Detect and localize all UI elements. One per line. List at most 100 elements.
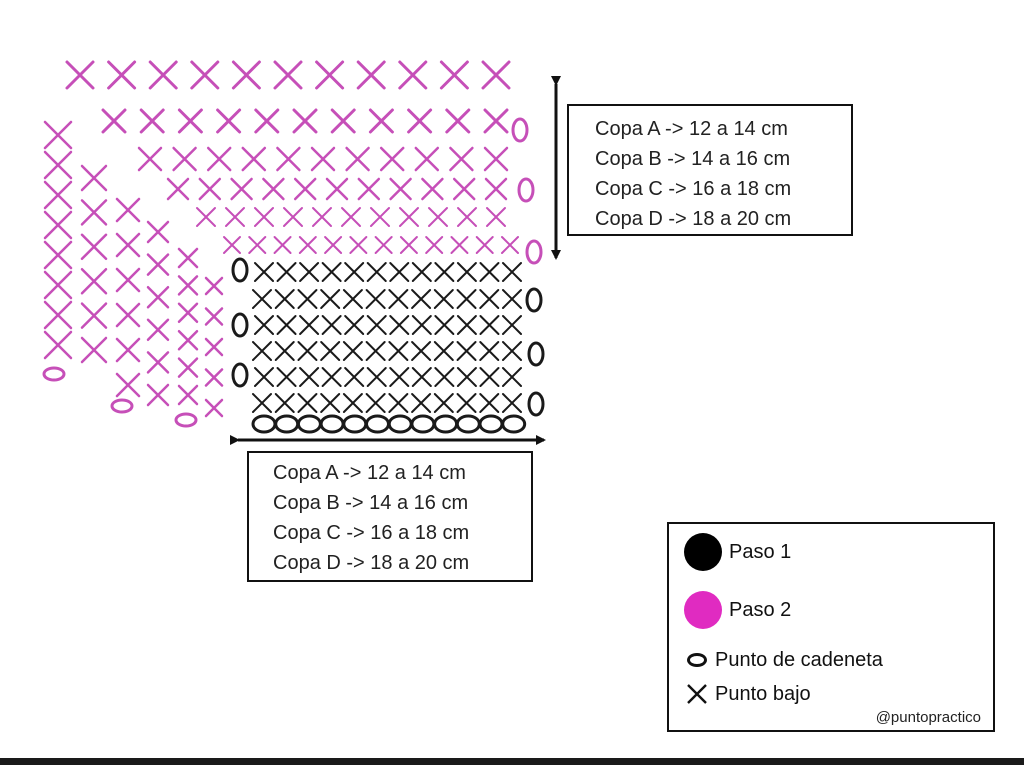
author-credit: @puntopractico — [875, 709, 981, 726]
single-crochet-stitch — [80, 336, 108, 364]
single-crochet-stitch — [252, 341, 272, 361]
single-crochet-stitch — [298, 236, 317, 254]
single-crochet-stitch — [502, 315, 522, 335]
single-crochet-stitch — [456, 393, 477, 413]
single-crochet-stitch — [479, 393, 500, 413]
chain-stitch — [525, 239, 543, 265]
cup-size-line: Copa A -> 12 a 14 cm — [273, 462, 466, 484]
legend-label: Punto de cadeneta — [715, 648, 883, 671]
legend-row-single-crochet: Punto bajo — [683, 674, 811, 714]
single-crochet-stitch — [43, 180, 73, 210]
single-crochet-stitch — [177, 329, 199, 351]
single-crochet-stitch — [177, 384, 199, 406]
legend-label: Paso 2 — [729, 598, 792, 621]
single-crochet-stitch — [204, 276, 224, 296]
cup-size-line: Copa D -> 18 a 20 cm — [595, 208, 792, 230]
single-crochet-stitch — [481, 60, 511, 90]
single-crochet-stitch — [115, 232, 141, 258]
single-crochet-stitch — [356, 60, 386, 90]
single-crochet-stitch — [357, 177, 381, 201]
chain-stitch — [251, 414, 277, 434]
legend-row-step2: Paso 2 — [683, 590, 791, 630]
chain-stitch — [527, 391, 545, 417]
single-crochet-stitch — [411, 367, 432, 387]
single-crochet-stitch — [389, 315, 410, 335]
single-crochet-stitch — [501, 236, 519, 254]
single-crochet-stitch — [414, 146, 440, 172]
single-crochet-stitch — [365, 341, 386, 361]
single-crochet-stitch — [389, 177, 412, 201]
cup-size-line: Copa B -> 14 a 16 cm — [595, 148, 791, 170]
single-crochet-stitch — [399, 236, 418, 254]
single-crochet-stitch — [216, 108, 242, 134]
chain-stitch — [110, 398, 134, 414]
single-crochet-stitch — [321, 367, 342, 387]
single-crochet-stitch — [196, 207, 216, 227]
single-crochet-stitch — [299, 262, 320, 282]
single-crochet-stitch — [297, 289, 318, 309]
single-crochet-stitch — [484, 177, 508, 201]
cup-size-line: Copa B -> 14 a 16 cm — [273, 492, 469, 514]
single-crochet-stitch — [344, 262, 365, 282]
single-crochet-stitch — [283, 207, 303, 227]
single-crochet-stitch — [80, 233, 108, 261]
single-crochet-stitch — [456, 367, 477, 387]
single-crochet-stitch — [320, 341, 341, 361]
cup-size-box-right: Copa A -> 12 a 14 cm Copa B -> 14 a 16 c… — [567, 104, 853, 236]
single-crochet-stitch — [315, 60, 345, 90]
single-crochet-stitch — [411, 262, 432, 282]
chain-stitch — [365, 414, 390, 434]
single-crochet-stitch — [274, 393, 295, 413]
single-crochet-stitch — [43, 300, 73, 330]
single-crochet-stitch — [254, 262, 274, 282]
single-crochet-stitch — [107, 60, 137, 90]
black-dot-icon — [683, 532, 723, 572]
single-crochet-stitch — [299, 367, 320, 387]
single-crochet-stitch — [43, 240, 73, 270]
legend-label: Paso 1 — [729, 540, 792, 563]
single-crochet-stitch — [204, 398, 224, 418]
single-crochet-stitch — [276, 262, 297, 282]
single-crochet-stitch — [345, 146, 370, 172]
single-crochet-stitch — [433, 393, 454, 413]
chain-stitch — [42, 366, 66, 382]
chain-stitch — [274, 414, 300, 434]
chain-stitch — [527, 341, 545, 367]
single-crochet-stitch — [148, 60, 178, 90]
single-crochet-stitch — [115, 372, 141, 398]
cup-size-box-bottom: Copa A -> 12 a 14 cm Copa B -> 14 a 16 c… — [247, 451, 533, 582]
single-crochet-stitch — [230, 177, 253, 201]
single-crochet-stitch — [273, 60, 303, 90]
single-crochet-stitch — [366, 367, 387, 387]
single-crochet-stitch — [146, 351, 170, 374]
single-crochet-stitch — [146, 285, 170, 309]
chain-stitch — [231, 312, 249, 338]
chain-stitch-oval-icon — [683, 640, 711, 680]
single-crochet-stitch — [445, 108, 471, 134]
single-crochet-stitch — [273, 236, 292, 254]
single-crochet-stitch — [254, 207, 274, 227]
chain-stitch — [410, 414, 436, 434]
single-crochet-stitch — [65, 60, 95, 90]
single-crochet-stitch — [483, 108, 509, 134]
single-crochet-stitch — [434, 367, 455, 387]
single-crochet-stitch — [177, 108, 203, 134]
single-crochet-stitch — [190, 60, 220, 90]
single-crochet-stitch — [365, 289, 386, 309]
cup-size-line: Copa C -> 16 a 18 cm — [595, 178, 792, 200]
single-crochet-stitch — [254, 108, 280, 134]
single-crochet-stitch — [115, 197, 141, 223]
single-crochet-stitch — [252, 289, 272, 309]
single-crochet-stitch — [146, 318, 170, 342]
single-crochet-stitch — [115, 267, 141, 293]
single-crochet-stitch — [434, 262, 455, 282]
single-crochet-stitch — [254, 315, 274, 335]
single-crochet-stitch — [479, 341, 500, 361]
legend-label: Punto bajo — [715, 682, 811, 705]
bottom-border — [0, 758, 1024, 765]
single-crochet-stitch — [248, 236, 267, 254]
single-crochet-stitch — [389, 367, 410, 387]
single-crochet-stitch — [456, 315, 477, 335]
single-crochet-stitch — [115, 337, 141, 363]
single-crochet-stitch — [80, 199, 108, 226]
